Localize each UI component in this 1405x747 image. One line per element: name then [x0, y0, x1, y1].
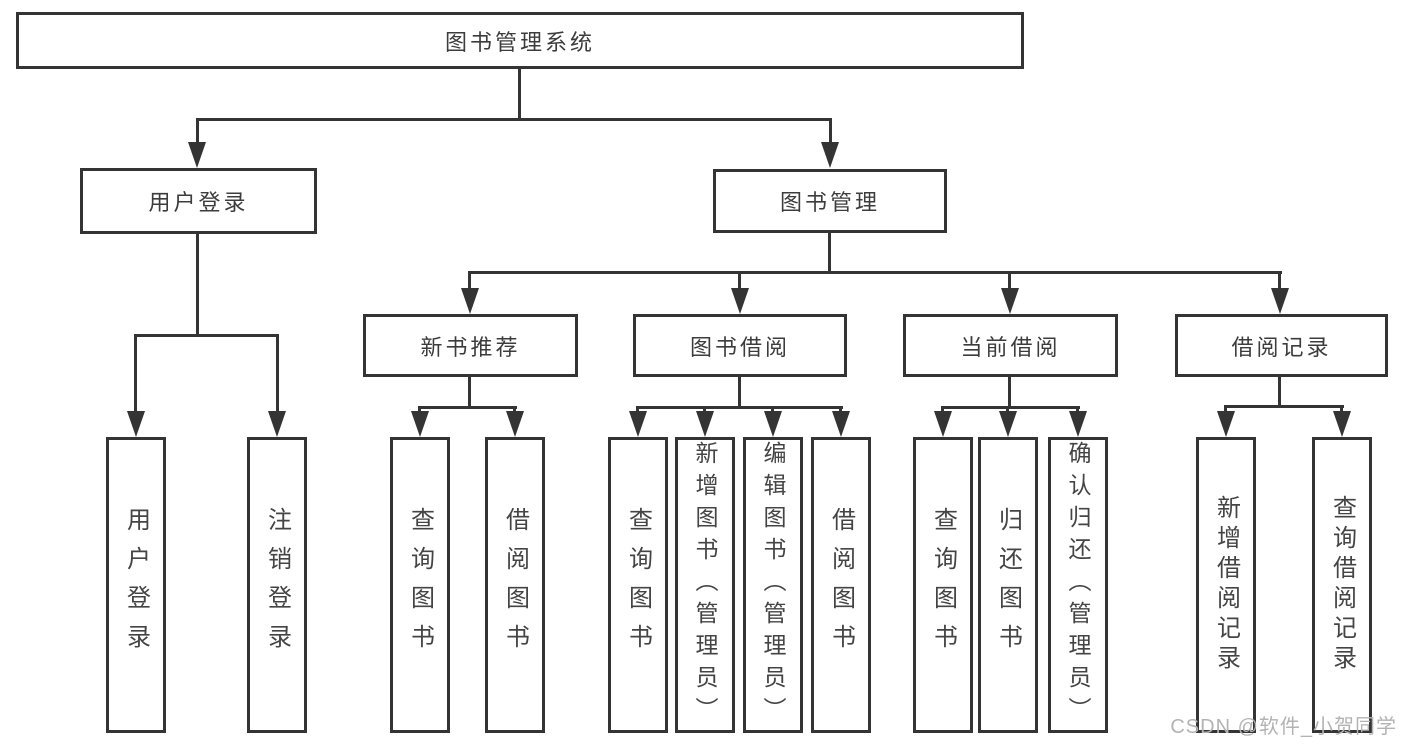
leaf-query-books-borrowing: 查询图书 [608, 437, 668, 733]
connector-line [134, 334, 137, 412]
leaf-label: 借阅图书 [501, 507, 529, 663]
leaf-edit-books-admin: 编辑图书（管理员） [743, 437, 803, 733]
connector-line [738, 377, 741, 408]
node-book-borrowing: 图书借阅 [633, 314, 847, 377]
connector-line [418, 406, 421, 414]
connector-line [468, 271, 471, 288]
arrow-down-icon [1333, 411, 1351, 437]
connector-line [513, 406, 516, 414]
leaf-query-books-current: 查询图书 [913, 437, 973, 733]
leaf-label: 查询借阅记录 [1328, 495, 1356, 675]
leaf-return-books: 归还图书 [978, 437, 1038, 733]
connector-line [1008, 377, 1011, 408]
connector-line [1008, 271, 1011, 288]
leaf-borrow-books: 借阅图书 [811, 437, 871, 733]
arrow-down-icon [1217, 411, 1235, 437]
arrow-down-icon [832, 411, 850, 437]
arrow-down-icon [934, 411, 952, 437]
leaf-confirm-return-admin: 确认归还（管理员） [1048, 437, 1108, 733]
csdn-watermark: CSDN @软件_小贺同学 [1170, 716, 1397, 738]
node-label: 借阅记录 [1231, 334, 1332, 360]
leaf-label: 新增图书（管理员） [692, 441, 718, 729]
arrow-down-icon [1001, 288, 1019, 314]
leaf-label: 借阅图书 [827, 507, 855, 663]
node-new-book-recommend: 新书推荐 [363, 314, 578, 377]
connector-line [468, 377, 471, 408]
connector-line [1076, 406, 1079, 414]
connector-line [636, 406, 639, 414]
leaf-label: 确认归还（管理员） [1065, 441, 1091, 729]
node-user-login: 用户登录 [80, 168, 317, 234]
connector-line [134, 334, 279, 337]
arrow-down-icon [268, 411, 286, 437]
arrow-down-icon [821, 142, 839, 168]
leaf-query-borrow-record: 查询借阅记录 [1312, 437, 1372, 733]
leaf-label: 用户登录 [122, 507, 150, 663]
arrow-down-icon [999, 411, 1017, 437]
connector-line [1278, 271, 1281, 288]
arrow-down-icon [461, 288, 479, 314]
connector-line [703, 406, 706, 414]
arrow-down-icon [731, 288, 749, 314]
connector-line [1278, 377, 1281, 408]
arrow-down-icon [127, 411, 145, 437]
connector-line [468, 271, 1282, 274]
node-label: 图书管理 [779, 190, 880, 215]
connector-line [771, 406, 774, 414]
connector-line [1224, 405, 1227, 414]
connector-line [839, 406, 842, 414]
connector-line [941, 406, 1080, 409]
node-label: 图书借阅 [689, 334, 790, 360]
leaf-borrow-books-recommend: 借阅图书 [485, 437, 545, 733]
leaf-user-login: 用户登录 [106, 437, 166, 733]
leaf-label: 查询图书 [929, 507, 957, 663]
connector-line [418, 406, 517, 409]
connector-line [1006, 406, 1009, 414]
arrow-down-icon [506, 411, 524, 437]
connector-line [828, 233, 831, 274]
arrow-down-icon [1271, 288, 1289, 314]
connector-line [276, 334, 279, 412]
arrow-down-icon [696, 411, 714, 437]
connector-line [738, 271, 741, 288]
leaf-query-books-recommend: 查询图书 [390, 437, 450, 733]
leaf-label: 编辑图书（管理员） [760, 441, 786, 729]
node-label: 用户登录 [148, 190, 249, 215]
leaf-label: 注销登录 [263, 507, 291, 663]
leaf-add-borrow-record: 新增借阅记录 [1196, 437, 1256, 733]
leaf-label: 新增借阅记录 [1212, 495, 1240, 675]
connector-line [196, 234, 199, 337]
arrow-down-icon [629, 411, 647, 437]
connector-line [1340, 405, 1343, 414]
arrow-down-icon [764, 411, 782, 437]
node-library-management-system: 图书管理系统 [16, 12, 1024, 69]
node-label: 图书管理系统 [444, 29, 595, 55]
arrow-down-icon [1069, 411, 1087, 437]
leaf-label: 归还图书 [994, 507, 1022, 663]
connector-line [196, 118, 199, 144]
arrow-down-icon [411, 411, 429, 437]
connector-line [518, 69, 521, 120]
node-borrow-records: 借阅记录 [1175, 314, 1388, 377]
connector-line [196, 118, 832, 121]
node-current-borrowing: 当前借阅 [903, 314, 1118, 377]
leaf-add-books-admin: 新增图书（管理员） [675, 437, 735, 733]
node-label: 新书推荐 [420, 334, 521, 360]
connector-line [1224, 405, 1344, 408]
connector-line [941, 406, 944, 414]
leaf-label: 查询图书 [624, 507, 652, 663]
leaf-label: 查询图书 [406, 507, 434, 663]
leaf-logout: 注销登录 [247, 437, 307, 733]
arrow-down-icon [188, 142, 206, 168]
connector-line [829, 118, 832, 144]
node-book-management: 图书管理 [713, 169, 947, 233]
node-label: 当前借阅 [960, 334, 1061, 360]
connector-line [636, 406, 843, 409]
